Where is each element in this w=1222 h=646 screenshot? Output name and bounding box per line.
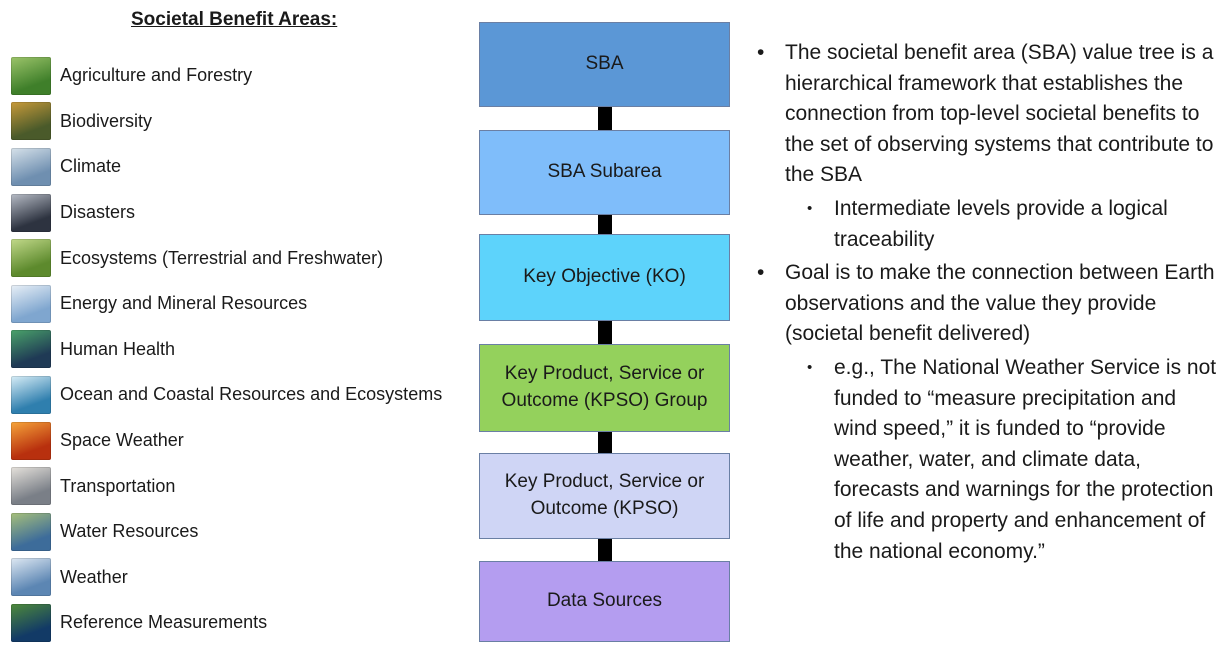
tree-box: Key Objective (KO) <box>479 234 730 321</box>
energy-thumbnail <box>11 284 51 323</box>
sba-item: Ecosystems (Terrestrial and Freshwater) <box>11 235 471 281</box>
earth-thumbnail <box>11 603 51 642</box>
sba-item: Human Health <box>11 327 471 373</box>
sba-item-label: Energy and Mineral Resources <box>60 293 308 314</box>
bullet-goal: Goal is to make the connection between E… <box>752 258 1217 350</box>
sba-item-label: Climate <box>60 156 122 177</box>
sba-item: Climate <box>11 144 471 190</box>
sba-item-label: Reference Measurements <box>60 612 268 633</box>
tree-box: SBA <box>479 22 730 107</box>
tree-connector <box>598 320 612 345</box>
description-bullets: The societal benefit area (SBA) value tr… <box>752 38 1217 570</box>
sba-item-label: Water Resources <box>60 521 199 542</box>
sba-item-label: Space Weather <box>60 430 184 451</box>
biodiversity-thumbnail <box>11 102 51 141</box>
sba-item: Weather <box>11 555 471 601</box>
sba-item-label: Human Health <box>60 338 176 359</box>
ecosystems-thumbnail <box>11 239 51 278</box>
sba-list-title: Societal Benefit Areas: <box>131 9 338 30</box>
climate-thumbnail <box>11 147 51 186</box>
transportation-thumbnail <box>11 467 51 506</box>
health-thumbnail <box>11 330 51 369</box>
sba-item-label: Ocean and Coastal Resources and Ecosyste… <box>60 384 443 405</box>
sba-item-label: Agriculture and Forestry <box>60 65 253 86</box>
tree-box: Data Sources <box>479 561 730 642</box>
sba-item: Transportation <box>11 463 471 509</box>
sba-item-label: Ecosystems (Terrestrial and Freshwater) <box>60 247 384 268</box>
sba-item: Disasters <box>11 190 471 236</box>
space-weather-thumbnail <box>11 421 51 460</box>
sba-item: Ocean and Coastal Resources and Ecosyste… <box>11 372 471 418</box>
tree-connector <box>598 214 612 235</box>
subbullet-traceability: Intermediate levels provide a logical tr… <box>752 194 1217 255</box>
agriculture-thumbnail <box>11 56 51 95</box>
ocean-thumbnail <box>11 375 51 414</box>
sba-item-label: Biodiversity <box>60 110 153 131</box>
sba-item: Water Resources <box>11 509 471 555</box>
sba-item: Biodiversity <box>11 99 471 145</box>
tree-box: Key Product, Service or Outcome (KPSO) <box>479 453 730 539</box>
sba-item-label: Transportation <box>60 475 176 496</box>
sba-item: Agriculture and Forestry <box>11 53 471 99</box>
disasters-thumbnail <box>11 193 51 232</box>
subbullet-nws-example: e.g., The National Weather Service is no… <box>752 353 1217 567</box>
sba-item-label: Weather <box>60 566 128 587</box>
tree-box: SBA Subarea <box>479 130 730 215</box>
sba-item: Space Weather <box>11 418 471 464</box>
sba-item: Energy and Mineral Resources <box>11 281 471 327</box>
tree-connector <box>598 538 612 562</box>
sba-item: Reference Measurements <box>11 600 471 646</box>
bullet-value-tree: The societal benefit area (SBA) value tr… <box>752 38 1217 191</box>
tree-connector <box>598 106 612 131</box>
water-thumbnail <box>11 512 51 551</box>
sba-item-label: Disasters <box>60 202 136 223</box>
tree-box: Key Product, Service or Outcome (KPSO) G… <box>479 344 730 432</box>
weather-thumbnail <box>11 558 51 597</box>
tree-connector <box>598 431 612 454</box>
